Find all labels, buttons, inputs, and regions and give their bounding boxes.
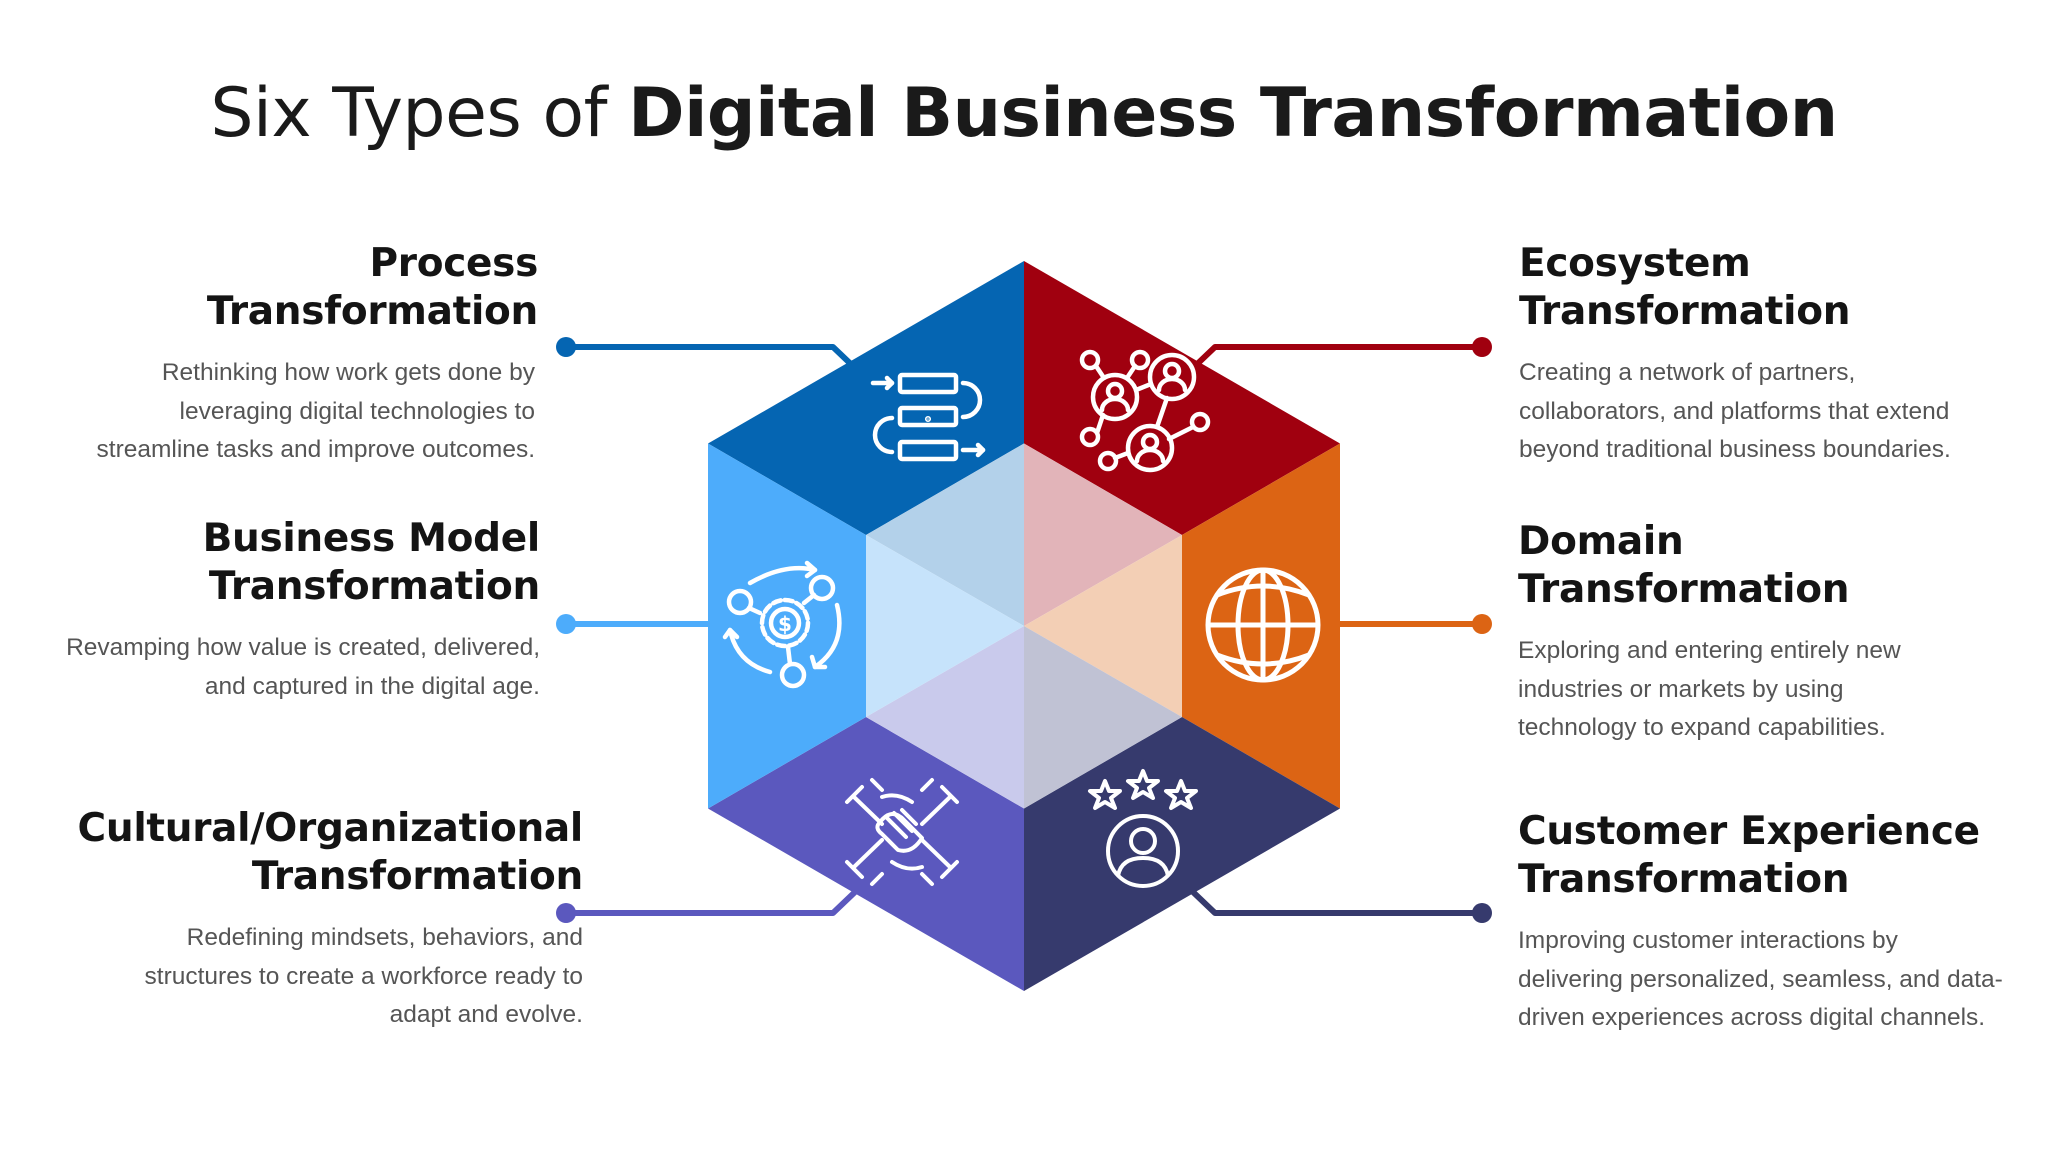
item-process-title-line2: Transformation	[206, 289, 538, 334]
process-flow-icon	[870, 372, 986, 462]
item-process-desc-line3: streamline tasks and improve outcomes.	[96, 436, 535, 463]
item-cultural-title: Cultural/Organizational Transformation	[0, 805, 584, 901]
connector-process	[556, 337, 858, 371]
item-ecosystem-title: Ecosystem Transformation	[1519, 240, 2048, 336]
connector-cultural	[556, 889, 858, 923]
teamwork-hands-icon	[845, 778, 959, 886]
item-domain-title-line2: Transformation	[1518, 567, 1850, 612]
globe-icon	[1205, 567, 1321, 683]
connector-ecosystem	[1190, 337, 1492, 371]
item-process-desc-line1: Rethinking how work gets done by	[161, 359, 535, 386]
page-title: Six Types of Digital Business Transforma…	[0, 74, 2048, 154]
item-process-title-line1: Process	[369, 241, 538, 286]
item-ecosystem-desc-line3: beyond traditional business boundaries.	[1519, 436, 1951, 463]
inner-cultural-tint	[866, 626, 1024, 809]
item-customer-title: Customer Experience Transformation	[1518, 808, 2048, 904]
item-customer: Customer Experience Transformation Impro…	[1518, 808, 2048, 1038]
inner-customer-tint	[1024, 626, 1182, 809]
people-network-icon	[1079, 349, 1211, 473]
item-domain: Domain Transformation Exploring and ente…	[1518, 518, 2048, 748]
item-customer-desc-line2: delivering personalized, seamless, and d…	[1518, 965, 2003, 993]
item-ecosystem-title-line2: Transformation	[1519, 289, 1851, 334]
item-cultural-title-line1: Cultural/Organizational	[77, 806, 584, 851]
segment-process	[708, 261, 1024, 535]
item-business-model-title: Business Model Transformation	[0, 515, 541, 611]
item-business-model-desc-line1: Revamping how value is created, delivere…	[66, 634, 540, 661]
item-ecosystem-title-line1: Ecosystem	[1519, 241, 1751, 286]
connector-lines	[556, 337, 1492, 923]
gear-dollar-cycle-icon: $	[722, 560, 842, 689]
item-process-desc: Rethinking how work gets done by leverag…	[0, 354, 535, 470]
connector-business-model	[556, 614, 712, 634]
item-ecosystem: Ecosystem Transformation Creating a netw…	[1519, 240, 2048, 470]
item-process-desc-line2: leveraging digital technologies to	[179, 397, 536, 425]
item-business-model-desc-line2: and captured in the digital age.	[204, 672, 540, 700]
item-customer-title-line2: Transformation	[1518, 857, 1850, 902]
item-cultural: Cultural/Organizational Transformation R…	[0, 805, 584, 1035]
item-domain-title: Domain Transformation	[1518, 518, 2048, 614]
item-ecosystem-desc-line2: collaborators, and platforms that extend	[1519, 397, 1950, 425]
inner-business-model-tint	[866, 535, 1024, 717]
item-business-model-title-line2: Transformation	[208, 564, 540, 609]
item-cultural-desc: Redefining mindsets, behaviors, and stru…	[0, 919, 583, 1035]
item-cultural-desc-line1: Redefining mindsets, behaviors, and	[186, 924, 583, 951]
item-cultural-title-line2: Transformation	[251, 854, 583, 899]
item-business-model-desc: Revamping how value is created, delivere…	[0, 629, 540, 706]
item-domain-title-line1: Domain	[1518, 519, 1684, 564]
connector-domain	[1336, 614, 1492, 634]
item-ecosystem-desc: Creating a network of partners, collabor…	[1519, 354, 2048, 470]
inner-ecosystem-tint	[1024, 443, 1182, 626]
inner-domain-tint	[1024, 535, 1182, 717]
item-cultural-desc-line2: structures to create a workforce ready t…	[144, 962, 583, 990]
page-title-bold: Digital Business Transformation	[628, 73, 1838, 153]
item-customer-title-line1: Customer Experience	[1518, 809, 1980, 854]
page-title-light: Six Types of	[210, 73, 629, 153]
item-process-title: Process Transformation	[0, 240, 538, 336]
item-domain-desc: Exploring and entering entirely new indu…	[1518, 632, 2048, 748]
item-process: Process Transformation Rethinking how wo…	[0, 240, 539, 470]
item-customer-desc-line1: Improving customer interactions by	[1518, 927, 1898, 954]
item-domain-desc-line3: technology to expand capabilities.	[1518, 714, 1886, 741]
item-customer-desc-line3: driven experiences across digital channe…	[1518, 1004, 1986, 1031]
item-customer-desc: Improving customer interactions by deliv…	[1518, 922, 2048, 1038]
item-domain-desc-line1: Exploring and entering entirely new	[1518, 637, 1901, 664]
item-cultural-desc-line3: adapt and evolve.	[389, 1001, 583, 1028]
connector-customer	[1190, 889, 1492, 923]
customer-rating-icon	[1088, 769, 1198, 888]
item-business-model-title-line1: Business Model	[202, 516, 541, 561]
item-domain-desc-line2: industries or markets by using	[1518, 675, 1844, 703]
inner-process-tint	[866, 443, 1024, 626]
svg-text:$: $	[778, 612, 792, 636]
item-business-model: Business Model Transformation Revamping …	[0, 515, 540, 706]
segment-business-model	[708, 443, 866, 809]
item-ecosystem-desc-line1: Creating a network of partners,	[1519, 359, 1856, 386]
